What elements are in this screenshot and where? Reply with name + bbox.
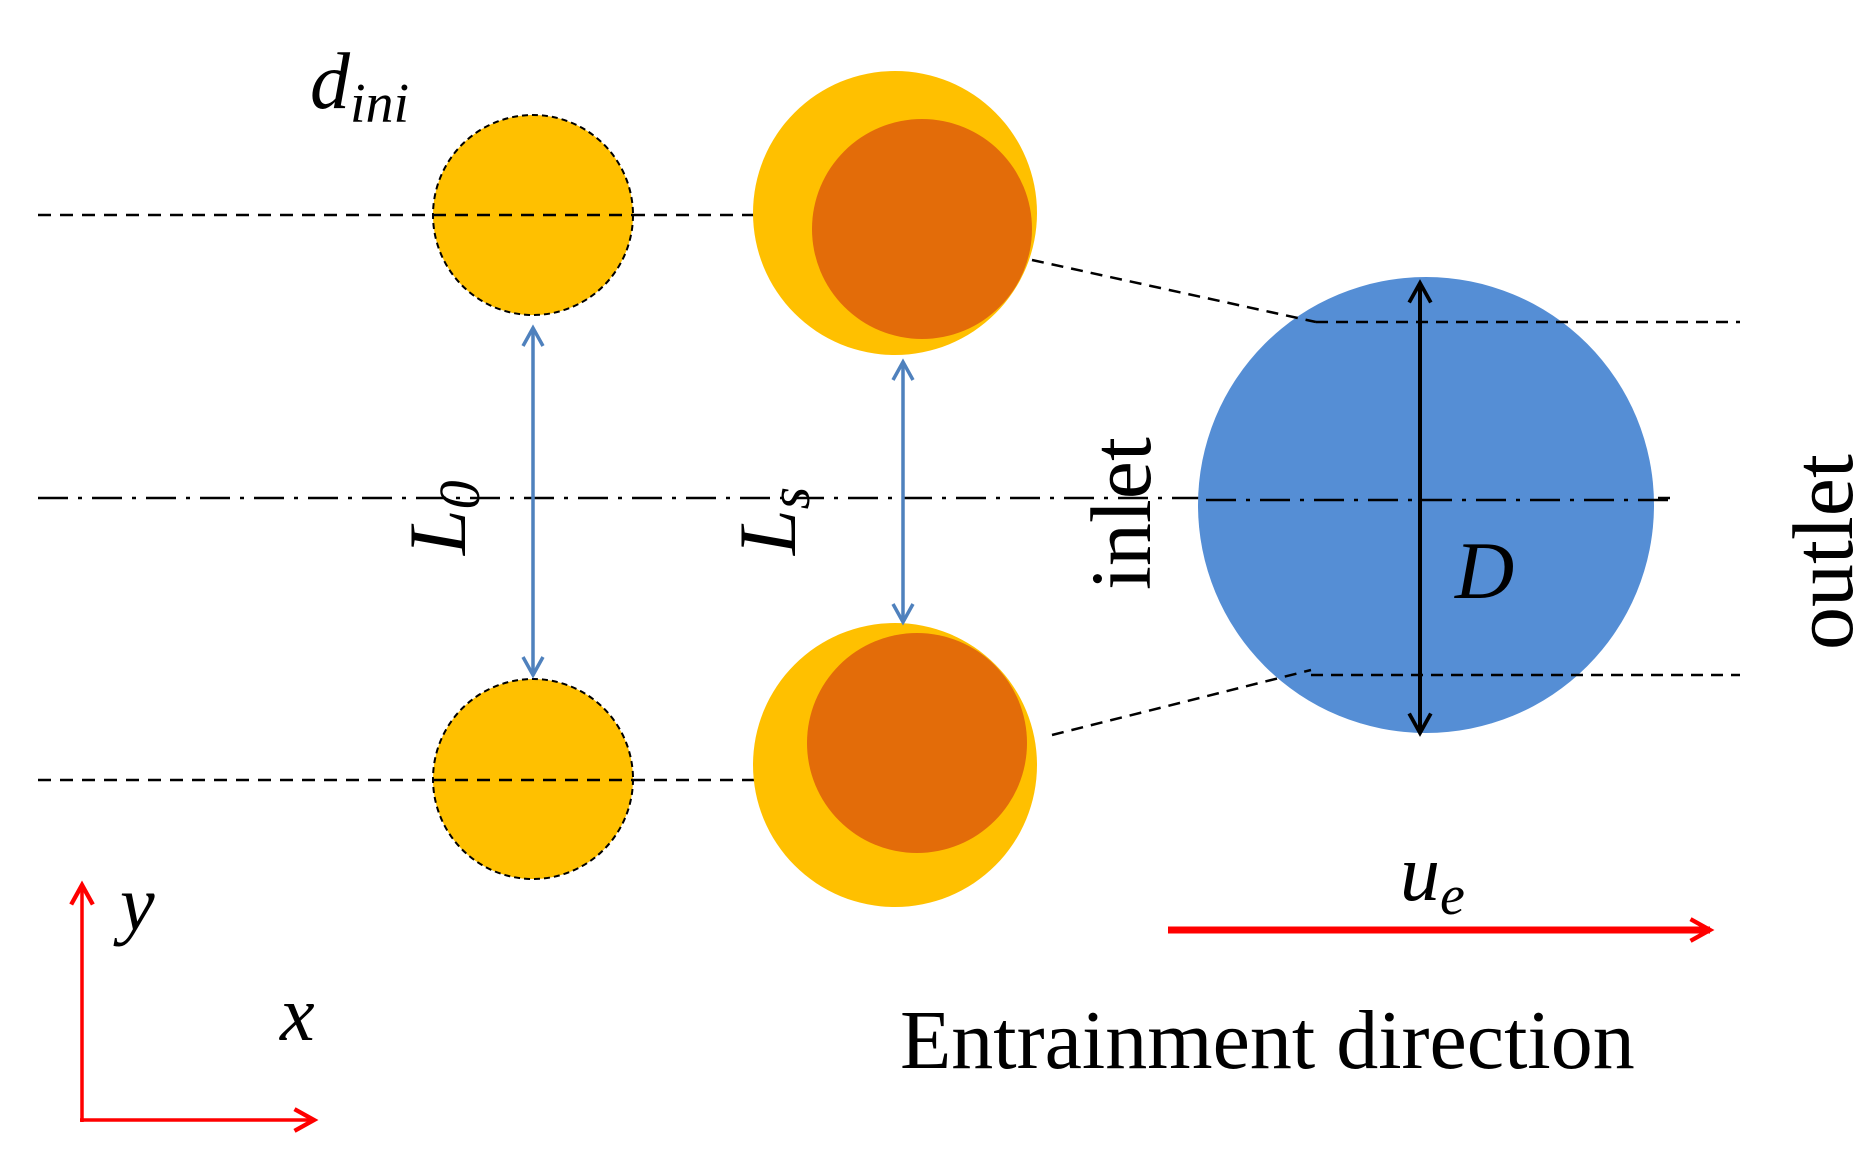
spreading-droplet-bottom-inner — [807, 633, 1027, 853]
svg-text:inlet: inlet — [1073, 437, 1169, 590]
contact-circle — [1198, 277, 1654, 733]
d-ini-label: dini — [310, 38, 409, 135]
y-axis-label: y — [113, 860, 155, 947]
outlet-label: outlet — [1775, 454, 1871, 650]
x-axis-label: x — [279, 970, 315, 1057]
ls-label: Ls — [722, 487, 822, 556]
tangent-line-bottom — [1051, 668, 1312, 737]
spreading-droplet-top-inner — [812, 119, 1032, 339]
l0-label: L0 — [392, 480, 492, 556]
tangent-line-top — [1031, 258, 1317, 324]
svg-text:L0: L0 — [392, 480, 492, 556]
inlet-label: inlet — [1073, 437, 1169, 590]
velocity-label: ue — [1400, 830, 1465, 927]
diameter-label: D — [1454, 525, 1514, 616]
svg-text:outlet: outlet — [1775, 454, 1871, 650]
entrainment-label: Entrainment direction — [900, 994, 1635, 1087]
svg-text:Ls: Ls — [722, 487, 822, 556]
